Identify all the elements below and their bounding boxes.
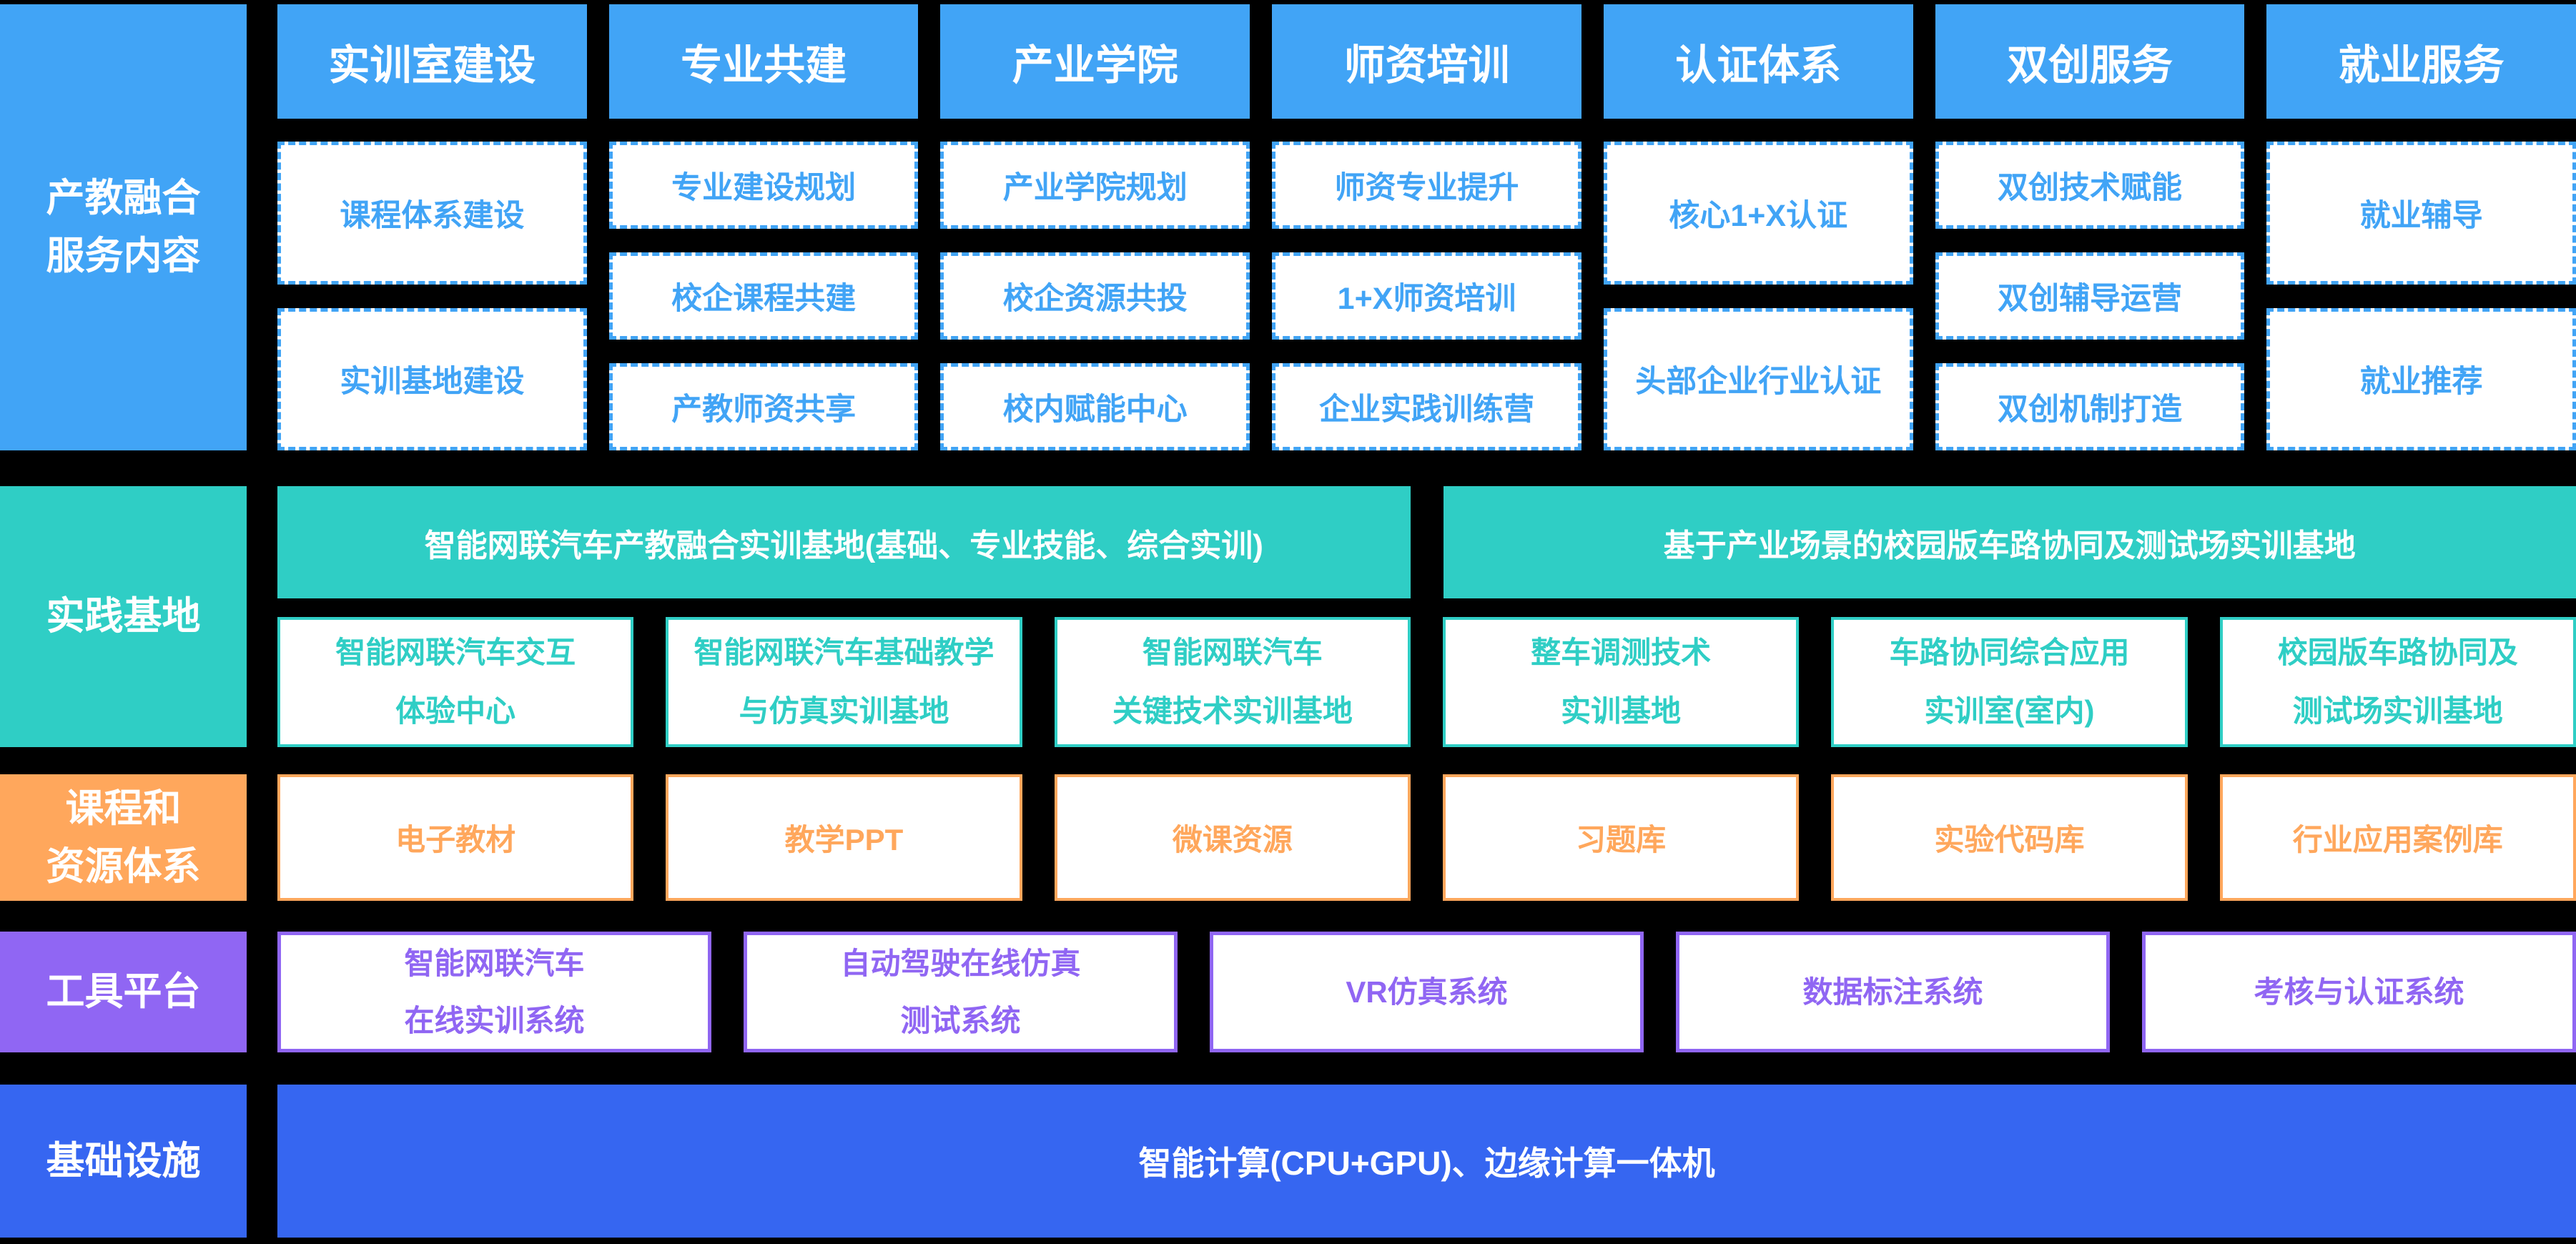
column-header: 师资培训 <box>1272 4 1581 119</box>
resource-boxes: 电子教材 教学PPT 微课资源 习题库 实验代码库 行业应用案例库 <box>277 774 2576 901</box>
practice-boxes: 智能网联汽车交互 体验中心 智能网联汽车基础教学 与仿真实训基地 智能网联汽车 … <box>277 617 2576 747</box>
column-items: 产业学院规划 校企资源共投 校内赋能中心 <box>940 142 1250 450</box>
infrastructure-content: 智能计算(CPU+GPU)、边缘计算一体机 <box>277 1085 2576 1238</box>
resource-box: 电子教材 <box>277 774 634 901</box>
service-item: 校企资源共投 <box>940 252 1250 340</box>
row-label-service-content: 产教融合 服务内容 <box>0 4 247 450</box>
service-column-certification: 认证体系 核心1+X认证 头部企业行业认证 <box>1603 4 1913 450</box>
practice-bar: 智能网联汽车产教融合实训基地(基础、专业技能、综合实训) <box>277 486 1411 598</box>
resource-box: 行业应用案例库 <box>2219 774 2576 901</box>
tool-box: VR仿真系统 <box>1210 932 1644 1052</box>
practice-content: 智能网联汽车产教融合实训基地(基础、专业技能、综合实训) 基于产业场景的校园版车… <box>277 486 2576 747</box>
practice-box: 校园版车路协同及 测试场实训基地 <box>2219 617 2576 747</box>
tool-box: 考核与认证系统 <box>2142 932 2576 1052</box>
practice-box: 车路协同综合应用 实训室(室内) <box>1831 617 2188 747</box>
practice-box: 智能网联汽车 关键技术实训基地 <box>1054 617 1411 747</box>
service-item: 企业实践训练营 <box>1272 363 1581 450</box>
service-item: 双创辅导运营 <box>1935 252 2245 340</box>
column-items: 双创技术赋能 双创辅导运营 双创机制打造 <box>1935 142 2245 450</box>
service-item: 双创技术赋能 <box>1935 142 2245 229</box>
service-item: 校内赋能中心 <box>940 363 1250 450</box>
service-columns: 实训室建设 课程体系建设 实训基地建设 专业共建 专业建设规划 校企课程共建 产… <box>277 4 2576 450</box>
tool-boxes: 智能网联汽车 在线实训系统 自动驾驶在线仿真 测试系统 VR仿真系统 数据标注系… <box>277 932 2576 1052</box>
tool-box: 自动驾驶在线仿真 测试系统 <box>744 932 1178 1052</box>
column-header: 产业学院 <box>940 4 1250 119</box>
column-header: 就业服务 <box>2266 4 2576 119</box>
column-items: 课程体系建设 实训基地建设 <box>277 142 587 450</box>
column-items: 师资专业提升 1+X师资培训 企业实践训练营 <box>1272 142 1581 450</box>
resource-box: 教学PPT <box>666 774 1022 901</box>
column-header: 专业共建 <box>608 4 919 119</box>
service-item: 1+X师资培训 <box>1272 252 1581 340</box>
resource-box: 习题库 <box>1442 774 1800 901</box>
column-header: 双创服务 <box>1935 4 2245 119</box>
row-label-practice-bases: 实践基地 <box>0 486 247 747</box>
service-item: 专业建设规划 <box>608 142 919 229</box>
service-column-teacher-training: 师资培训 师资专业提升 1+X师资培训 企业实践训练营 <box>1272 4 1581 450</box>
section-service-content: 产教融合 服务内容 实训室建设 课程体系建设 实训基地建设 专业共建 专业建设规… <box>0 4 2576 450</box>
column-items: 专业建设规划 校企课程共建 产教师资共享 <box>608 142 919 450</box>
practice-box: 智能网联汽车基础教学 与仿真实训基地 <box>666 617 1022 747</box>
section-tool-platforms: 工具平台 智能网联汽车 在线实训系统 自动驾驶在线仿真 测试系统 VR仿真系统 … <box>0 932 2576 1052</box>
column-header: 认证体系 <box>1603 4 1913 119</box>
practice-bar: 基于产业场景的校园版车路协同及测试场实训基地 <box>1443 486 2576 598</box>
service-item: 产业学院规划 <box>940 142 1250 229</box>
service-column-major-cobuild: 专业共建 专业建设规划 校企课程共建 产教师资共享 <box>608 4 919 450</box>
row-label-infrastructure: 基础设施 <box>0 1085 247 1238</box>
service-column-innovation: 双创服务 双创技术赋能 双创辅导运营 双创机制打造 <box>1935 4 2245 450</box>
service-item: 实训基地建设 <box>277 307 587 450</box>
service-item: 师资专业提升 <box>1272 142 1581 229</box>
service-item: 产教师资共享 <box>608 363 919 450</box>
section-practice-bases: 实践基地 智能网联汽车产教融合实训基地(基础、专业技能、综合实训) 基于产业场景… <box>0 486 2576 747</box>
service-column-training-room: 实训室建设 课程体系建设 实训基地建设 <box>277 4 587 450</box>
practice-box: 智能网联汽车交互 体验中心 <box>277 617 634 747</box>
section-course-resources: 课程和 资源体系 电子教材 教学PPT 微课资源 习题库 实验代码库 行业应用案… <box>0 774 2576 901</box>
column-items: 核心1+X认证 头部企业行业认证 <box>1603 142 1913 450</box>
service-item: 就业辅导 <box>2266 142 2576 285</box>
service-item: 核心1+X认证 <box>1603 142 1913 285</box>
column-items: 就业辅导 就业推荐 <box>2266 142 2576 450</box>
service-column-industry-college: 产业学院 产业学院规划 校企资源共投 校内赋能中心 <box>940 4 1250 450</box>
tool-box: 数据标注系统 <box>1676 932 2110 1052</box>
row-label-course-resources: 课程和 资源体系 <box>0 774 247 901</box>
service-item: 校企课程共建 <box>608 252 919 340</box>
resource-box: 实验代码库 <box>1831 774 2188 901</box>
practice-bars: 智能网联汽车产教融合实训基地(基础、专业技能、综合实训) 基于产业场景的校园版车… <box>277 486 2576 598</box>
row-label-tool-platforms: 工具平台 <box>0 932 247 1052</box>
service-item: 头部企业行业认证 <box>1603 307 1913 450</box>
tool-box: 智能网联汽车 在线实训系统 <box>277 932 711 1052</box>
column-header: 实训室建设 <box>277 4 587 119</box>
resource-box: 微课资源 <box>1054 774 1411 901</box>
service-item: 双创机制打造 <box>1935 363 2245 450</box>
service-item: 课程体系建设 <box>277 142 587 285</box>
section-infrastructure: 基础设施 智能计算(CPU+GPU)、边缘计算一体机 <box>0 1085 2576 1238</box>
infrastructure-bar: 智能计算(CPU+GPU)、边缘计算一体机 <box>277 1085 2576 1238</box>
service-column-employment: 就业服务 就业辅导 就业推荐 <box>2266 4 2576 450</box>
practice-box: 整车调测技术 实训基地 <box>1442 617 1800 747</box>
service-item: 就业推荐 <box>2266 307 2576 450</box>
